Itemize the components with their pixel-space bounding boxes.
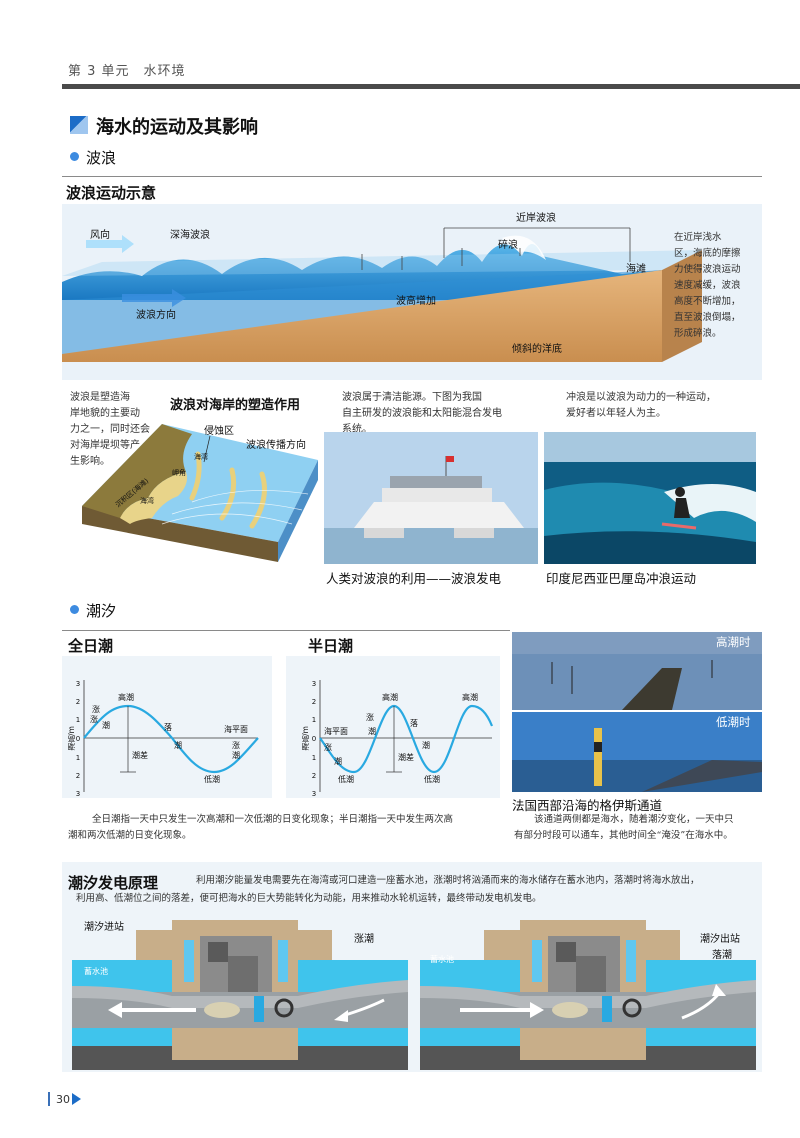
svg-text:0: 0 bbox=[76, 735, 80, 743]
tidal-power-description: 利用潮汐能量发电需要先在海湾或河口建造一座蓄水池，涨潮时将汹涌而来的海水储存在蓄… bbox=[76, 875, 700, 904]
svg-text:2: 2 bbox=[312, 698, 316, 706]
surf-note: 冲浪是以波浪为动力的一种运动，爱好者以年轻人为主。 bbox=[566, 392, 716, 419]
divider bbox=[62, 176, 762, 177]
seafloor-label: 倾斜的洋底 bbox=[512, 344, 562, 355]
outflow-station-label: 潮汐出站 bbox=[700, 934, 740, 945]
header-bar bbox=[62, 84, 800, 89]
low-tide-photo bbox=[512, 712, 762, 792]
bay-label-2: 海湾 bbox=[140, 497, 154, 505]
svg-text:3: 3 bbox=[312, 680, 316, 688]
svg-text:2: 2 bbox=[312, 772, 316, 780]
divider bbox=[62, 630, 510, 631]
high-tide-photo bbox=[512, 632, 762, 710]
svg-text:1: 1 bbox=[76, 716, 80, 724]
svg-text:1: 1 bbox=[312, 716, 316, 724]
semidiurnal-title: 半日潮 bbox=[308, 637, 354, 655]
svg-text:2: 2 bbox=[76, 698, 80, 706]
coast-note: 波浪是塑造海岸地貌的主要动力之一，同时还会对海岸堤坝等产生影响。 bbox=[70, 392, 150, 467]
page-number: 30 bbox=[56, 1093, 70, 1106]
wave-diagram-title: 波浪运动示意 bbox=[66, 184, 157, 202]
reservoir-label-left: 蓄水池 bbox=[84, 967, 108, 976]
tidal-station-inflow bbox=[72, 920, 408, 1070]
ebb-tide-label: 落潮 bbox=[712, 950, 732, 961]
deep-wave-label: 深海波浪 bbox=[170, 230, 210, 241]
surfing-caption: 印度尼西亚巴厘岛冲浪运动 bbox=[546, 571, 697, 586]
passage-note: 该通道两侧都是海水，随着潮汐变化，一天中只有部分时段可以通车，其他时间全“淹没”… bbox=[514, 814, 734, 841]
svg-text:0: 0 bbox=[312, 735, 316, 743]
high-tide-label: 高潮时 bbox=[716, 635, 751, 649]
tidal-power-title: 潮汐发电原理 bbox=[68, 874, 159, 892]
wave-direction-label: 波浪方向 bbox=[136, 310, 176, 321]
wind-label: 风向 bbox=[90, 230, 110, 241]
wave-power-caption: 人类对波浪的利用——波浪发电 bbox=[326, 571, 502, 586]
bay-label-1: 海湾 bbox=[194, 453, 208, 461]
svg-text:1: 1 bbox=[76, 754, 80, 762]
near-wave-label: 近岸波浪 bbox=[516, 213, 556, 224]
diurnal-title: 全日潮 bbox=[68, 637, 114, 655]
inflow-station-label: 潮汐进站 bbox=[84, 922, 124, 933]
unit-header: 第 3 单元 水环境 bbox=[68, 64, 186, 79]
svg-text:3: 3 bbox=[312, 790, 316, 798]
wave-diagram bbox=[62, 204, 762, 380]
bullet-icon bbox=[70, 152, 79, 161]
low-tide-label: 低潮时 bbox=[716, 715, 751, 729]
footer-rule bbox=[48, 1092, 50, 1106]
tides-heading: 潮汐 bbox=[86, 602, 117, 620]
cape-label: 岬角 bbox=[172, 469, 186, 477]
wave-power-photo bbox=[324, 432, 538, 564]
reservoir-label-right: 蓄水池 bbox=[430, 955, 454, 964]
section-title: 海水的运动及其影响 bbox=[96, 117, 258, 138]
waves-heading: 波浪 bbox=[86, 149, 117, 167]
nearshore-note: 在近岸浅水区，海底的摩擦力使得波浪运动速度减缓，波浪高度不断增加，直至波浪倒塌，… bbox=[674, 232, 741, 339]
erosion-zone-label: 侵蚀区 bbox=[204, 426, 234, 437]
beach-label: 海滩 bbox=[626, 264, 646, 275]
flood-tide-label: 涨潮 bbox=[354, 934, 374, 945]
svg-text:1: 1 bbox=[312, 754, 316, 762]
surfing-photo bbox=[544, 432, 756, 564]
coast-diagram bbox=[82, 424, 318, 562]
coast-diagram-title: 波浪对海岸的塑造作用 bbox=[170, 398, 301, 413]
wave-energy-note: 波浪属于清洁能源。下图为我国自主研发的波浪能和太阳能混合发电系统。 bbox=[342, 392, 502, 435]
tide-description: 全日潮指一天中只发生一次高潮和一次低潮的日变化现象；半日潮指一天中发生两次高潮和… bbox=[68, 814, 454, 841]
svg-text:3: 3 bbox=[76, 680, 80, 688]
breaker-label: 碎浪 bbox=[498, 240, 518, 251]
tidal-station-outflow bbox=[420, 920, 756, 1070]
svg-text:2: 2 bbox=[76, 772, 80, 780]
passage-caption: 法国西部沿海的格伊斯通道 bbox=[512, 798, 663, 813]
page-arrow-icon bbox=[72, 1093, 81, 1105]
wave-height-label: 波高增加 bbox=[396, 296, 436, 307]
bullet-icon bbox=[70, 605, 79, 614]
section-icon bbox=[70, 116, 88, 134]
wave-spread-label: 波浪传播方向 bbox=[246, 440, 306, 451]
svg-text:3: 3 bbox=[76, 790, 80, 798]
